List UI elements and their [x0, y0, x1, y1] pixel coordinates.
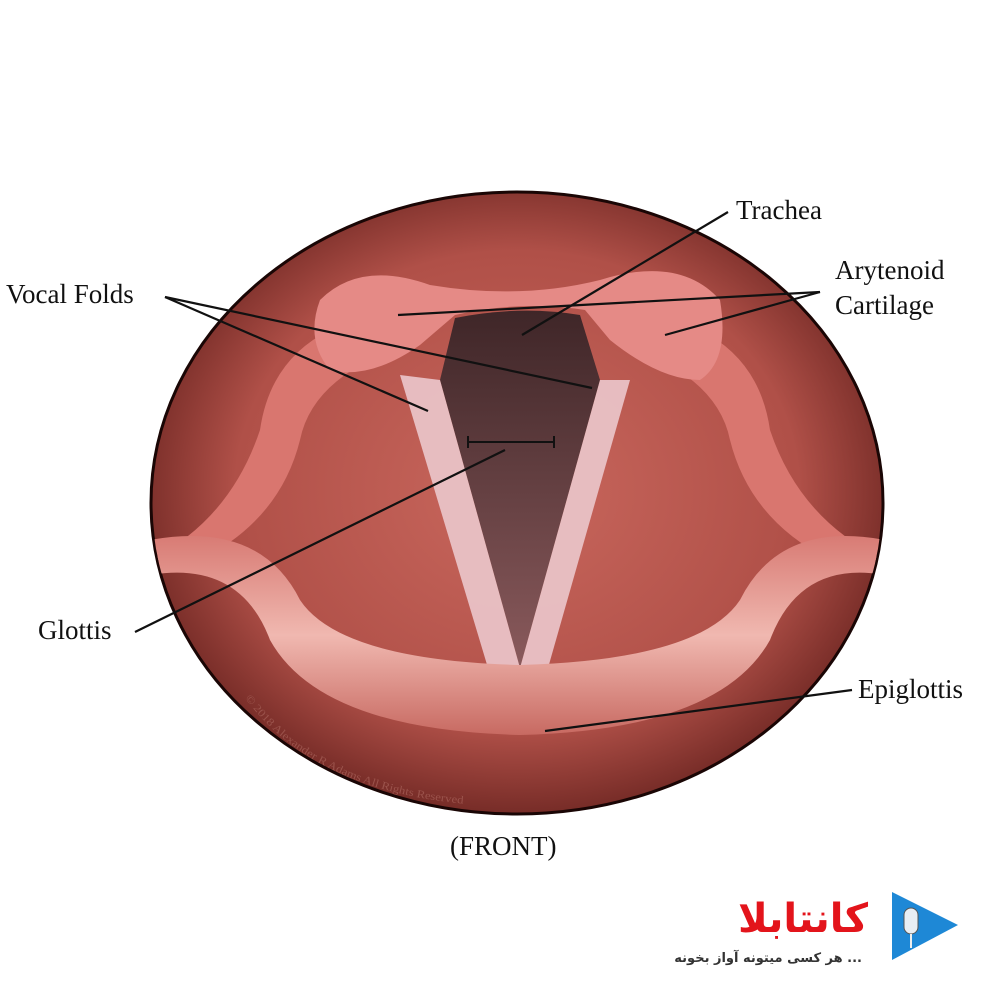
vocal-fold-left: [400, 375, 520, 668]
arytenoid-leader-left: [397, 290, 821, 317]
label-vocal-folds: Vocal Folds: [6, 279, 134, 309]
microphone-icon: [903, 907, 919, 935]
epiglottis-shape: [152, 536, 882, 735]
svg-text:کانتابلا: کانتابلا: [738, 896, 869, 942]
label-arytenoid-1: Arytenoid: [835, 255, 945, 285]
arytenoid-cartilage: [314, 271, 723, 380]
trachea-opening: [440, 310, 600, 668]
arytenoid-leader-right: [664, 290, 821, 337]
svg-text:هر کسی میتونه آواز بخونه ...: هر کسی میتونه آواز بخونه ...: [674, 949, 862, 966]
label-arytenoid-2: Cartilage: [835, 290, 934, 320]
vocal-fold-right: [520, 380, 630, 668]
epiglottis-leader: [544, 688, 853, 733]
label-trachea: Trachea: [736, 195, 822, 225]
glottis-width-marker: [467, 436, 555, 448]
label-epiglottis: Epiglottis: [858, 674, 963, 704]
vocal-folds-leader-right: [164, 295, 593, 390]
label-front: (FRONT): [450, 831, 557, 861]
vocal-folds-leader-left: [164, 295, 429, 413]
aryepiglottic-fold-right: [660, 330, 882, 560]
glottis-leader: [134, 449, 506, 633]
kantabella-logo: کانتابلا هر کسی میتونه آواز بخونه ...: [674, 892, 958, 966]
aryepiglottic-fold-left: [152, 330, 370, 560]
label-glottis: Glottis: [38, 615, 112, 645]
play-icon: [892, 892, 958, 960]
trachea-leader: [521, 211, 729, 336]
